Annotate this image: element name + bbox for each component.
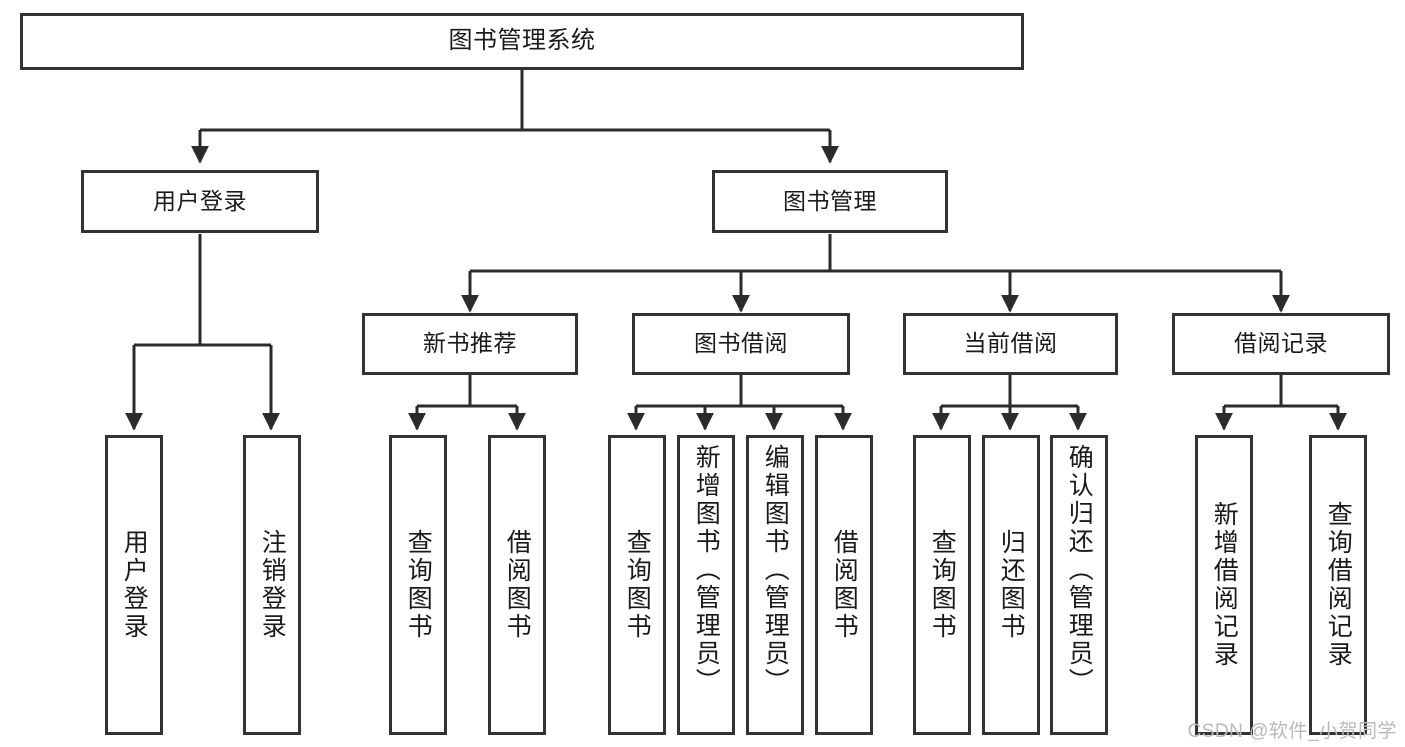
- node-leaf-query-book-3-label: 查询图书: [928, 529, 957, 641]
- node-leaf-logout[interactable]: 注销登录: [243, 435, 301, 735]
- node-leaf-user-login[interactable]: 用户登录: [105, 435, 163, 735]
- node-leaf-return-book[interactable]: 归还图书: [982, 435, 1040, 735]
- node-leaf-confirm-return[interactable]: 确认归还（管理员）: [1050, 435, 1108, 735]
- node-leaf-return-book-label: 归还图书: [997, 529, 1026, 641]
- node-leaf-add-book-label: 新增图书（管理员）: [692, 444, 721, 696]
- node-leaf-query-book-1-label: 查询图书: [404, 529, 433, 641]
- node-leaf-edit-book-label: 编辑图书（管理员）: [761, 444, 790, 696]
- node-borrow-record[interactable]: 借阅记录: [1172, 313, 1390, 375]
- node-leaf-add-record[interactable]: 新增借阅记录: [1195, 435, 1253, 735]
- node-leaf-add-book[interactable]: 新增图书（管理员）: [677, 435, 735, 735]
- node-leaf-query-record-label: 查询借阅记录: [1324, 501, 1353, 669]
- node-book-management[interactable]: 图书管理: [712, 170, 948, 233]
- node-root-label: 图书管理系统: [448, 27, 596, 55]
- node-leaf-user-login-label: 用户登录: [120, 529, 149, 641]
- node-borrow-record-label: 借阅记录: [1234, 330, 1328, 357]
- node-current-borrow[interactable]: 当前借阅: [903, 313, 1118, 375]
- node-new-book-recommend-label: 新书推荐: [423, 330, 517, 357]
- node-leaf-query-record[interactable]: 查询借阅记录: [1309, 435, 1367, 735]
- node-leaf-borrow-book-1-label: 借阅图书: [503, 529, 532, 641]
- node-book-borrow[interactable]: 图书借阅: [632, 313, 850, 375]
- watermark: CSDN @软件_小贺同学: [1187, 721, 1397, 742]
- node-leaf-query-book-2-label: 查询图书: [623, 529, 652, 641]
- node-current-borrow-label: 当前借阅: [963, 330, 1058, 357]
- node-leaf-borrow-book-2-label: 借阅图书: [830, 529, 859, 641]
- node-leaf-query-book-3[interactable]: 查询图书: [913, 435, 971, 735]
- node-leaf-add-record-label: 新增借阅记录: [1210, 501, 1239, 669]
- node-leaf-edit-book[interactable]: 编辑图书（管理员）: [746, 435, 804, 735]
- node-leaf-query-book-1[interactable]: 查询图书: [389, 435, 447, 735]
- node-leaf-borrow-book-1[interactable]: 借阅图书: [488, 435, 546, 735]
- node-root[interactable]: 图书管理系统: [20, 13, 1024, 70]
- node-user-login[interactable]: 用户登录: [81, 170, 319, 233]
- node-book-management-label: 图书管理: [783, 187, 877, 214]
- node-leaf-confirm-return-label: 确认归还（管理员）: [1065, 444, 1094, 696]
- node-leaf-query-book-2[interactable]: 查询图书: [608, 435, 666, 735]
- node-book-borrow-label: 图书借阅: [694, 330, 788, 357]
- node-leaf-logout-label: 注销登录: [258, 529, 287, 641]
- node-new-book-recommend[interactable]: 新书推荐: [362, 313, 578, 375]
- node-leaf-borrow-book-2[interactable]: 借阅图书: [815, 435, 873, 735]
- node-user-login-label: 用户登录: [153, 187, 247, 214]
